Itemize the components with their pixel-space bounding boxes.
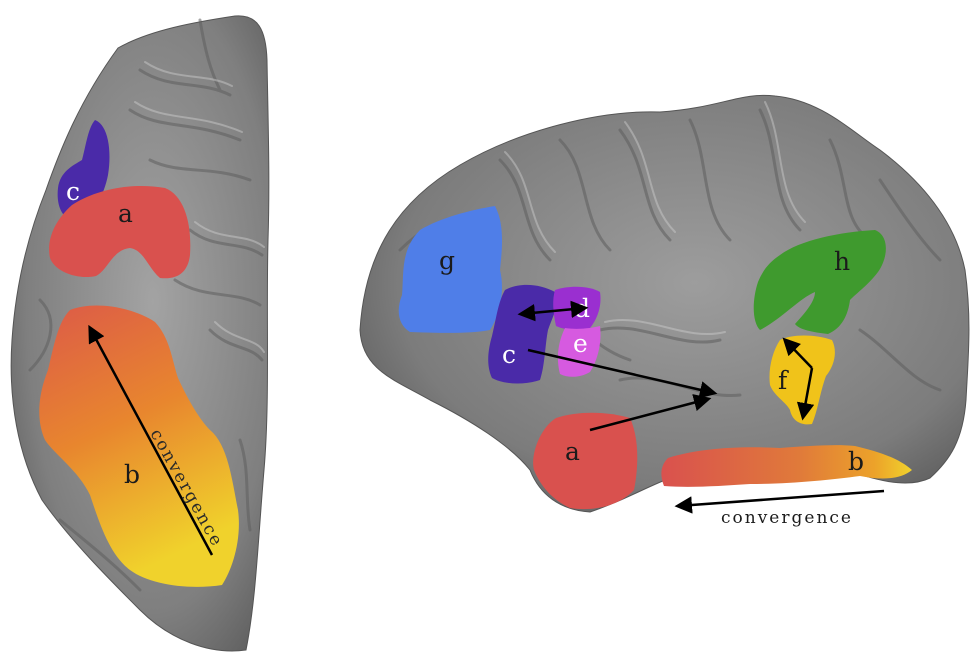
lateral-region-b	[661, 445, 912, 487]
lateral-label-c: c	[502, 340, 516, 369]
ventral-label-a: a	[118, 199, 133, 228]
ventral-label-b: b	[124, 460, 140, 489]
ventral-view: c a b convergence	[11, 16, 269, 651]
lateral-label-e: e	[573, 329, 588, 358]
lateral-label-h: h	[834, 247, 850, 276]
lateral-view: g d c e h f a b convergence	[360, 95, 969, 528]
ventral-label-c: c	[66, 177, 80, 206]
lateral-convergence-label: convergence	[721, 508, 853, 528]
lateral-label-g: g	[439, 246, 455, 275]
lateral-convergence-arrow	[678, 491, 884, 506]
lateral-label-b: b	[848, 447, 864, 476]
lateral-label-a: a	[565, 437, 580, 466]
